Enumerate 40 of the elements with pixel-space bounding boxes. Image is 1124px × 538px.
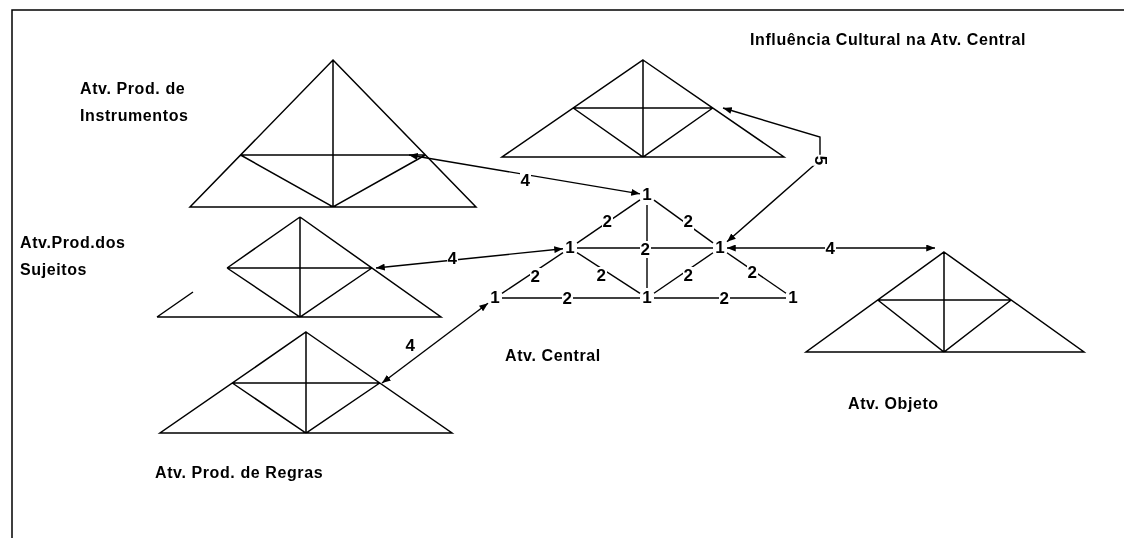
edge-label: 2 — [682, 266, 694, 284]
edge-label: 4 — [404, 336, 416, 354]
vertex-number: 1 — [714, 239, 726, 257]
edge-label: 2 — [682, 212, 694, 230]
arrow — [381, 302, 489, 384]
connector-line — [501, 297, 641, 299]
edge-label: 2 — [639, 240, 651, 258]
edge-label: 4 — [824, 239, 836, 257]
edge-label: 4 — [519, 171, 531, 189]
node-heading: Atv. Objeto — [848, 394, 940, 414]
node-heading: Atv. Prod. de Instrumentos — [80, 79, 190, 126]
edge-label: 2 — [561, 289, 573, 307]
edge-label: 2 — [595, 266, 607, 284]
connector-line — [653, 297, 787, 299]
arrow — [726, 244, 936, 252]
edge-label: 2 — [601, 212, 613, 230]
node-heading: Atv. Prod. de Regras — [155, 463, 325, 483]
vertex-number: 1 — [787, 289, 799, 307]
connector-line — [653, 199, 714, 244]
connector-line — [501, 251, 564, 295]
arrow — [375, 246, 564, 271]
connector-line — [726, 252, 787, 294]
edge-label: 2 — [529, 267, 541, 285]
node-heading: Influência Cultural na Atv. Central — [750, 30, 1028, 50]
connector-line — [646, 204, 648, 289]
connector-line — [576, 247, 714, 249]
edge-label: 2 — [746, 263, 758, 281]
node-heading: Atv.Prod.dos Sujeitos — [20, 233, 127, 280]
vertex-number: 1 — [489, 289, 501, 307]
connector-line — [576, 251, 641, 295]
edge-label: 4 — [446, 249, 458, 267]
vertex-number: 1 — [641, 186, 653, 204]
arrow — [408, 153, 641, 196]
edge-label: 5 — [811, 154, 829, 166]
connector-line — [653, 252, 714, 294]
diagram-label: Atv. Central — [505, 346, 602, 366]
arrow — [722, 107, 821, 243]
vertex-number: 1 — [641, 289, 653, 307]
vertex-number: 1 — [564, 239, 576, 257]
edge-label: 2 — [718, 289, 730, 307]
